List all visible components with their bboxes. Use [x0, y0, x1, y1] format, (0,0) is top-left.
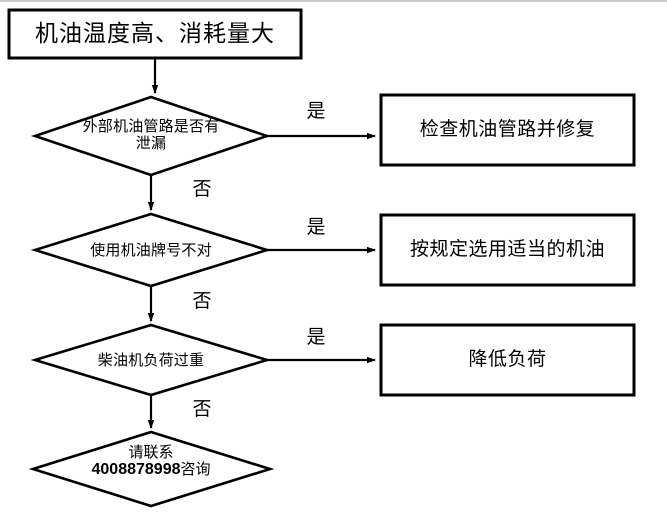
action-node-2[interactable] — [381, 215, 634, 285]
start-node[interactable] — [9, 10, 301, 58]
action-1-shape — [379, 93, 636, 167]
decision-node-2[interactable] — [35, 214, 267, 286]
action-3-shape — [379, 323, 636, 397]
end-node-shape — [28, 430, 275, 508]
end-node[interactable] — [33, 432, 270, 506]
action-node-1[interactable] — [381, 95, 634, 165]
action-node-3[interactable] — [381, 325, 634, 395]
action-2-shape — [379, 213, 636, 287]
decision-node-3[interactable] — [35, 325, 267, 395]
decision-node-1[interactable] — [35, 97, 267, 175]
